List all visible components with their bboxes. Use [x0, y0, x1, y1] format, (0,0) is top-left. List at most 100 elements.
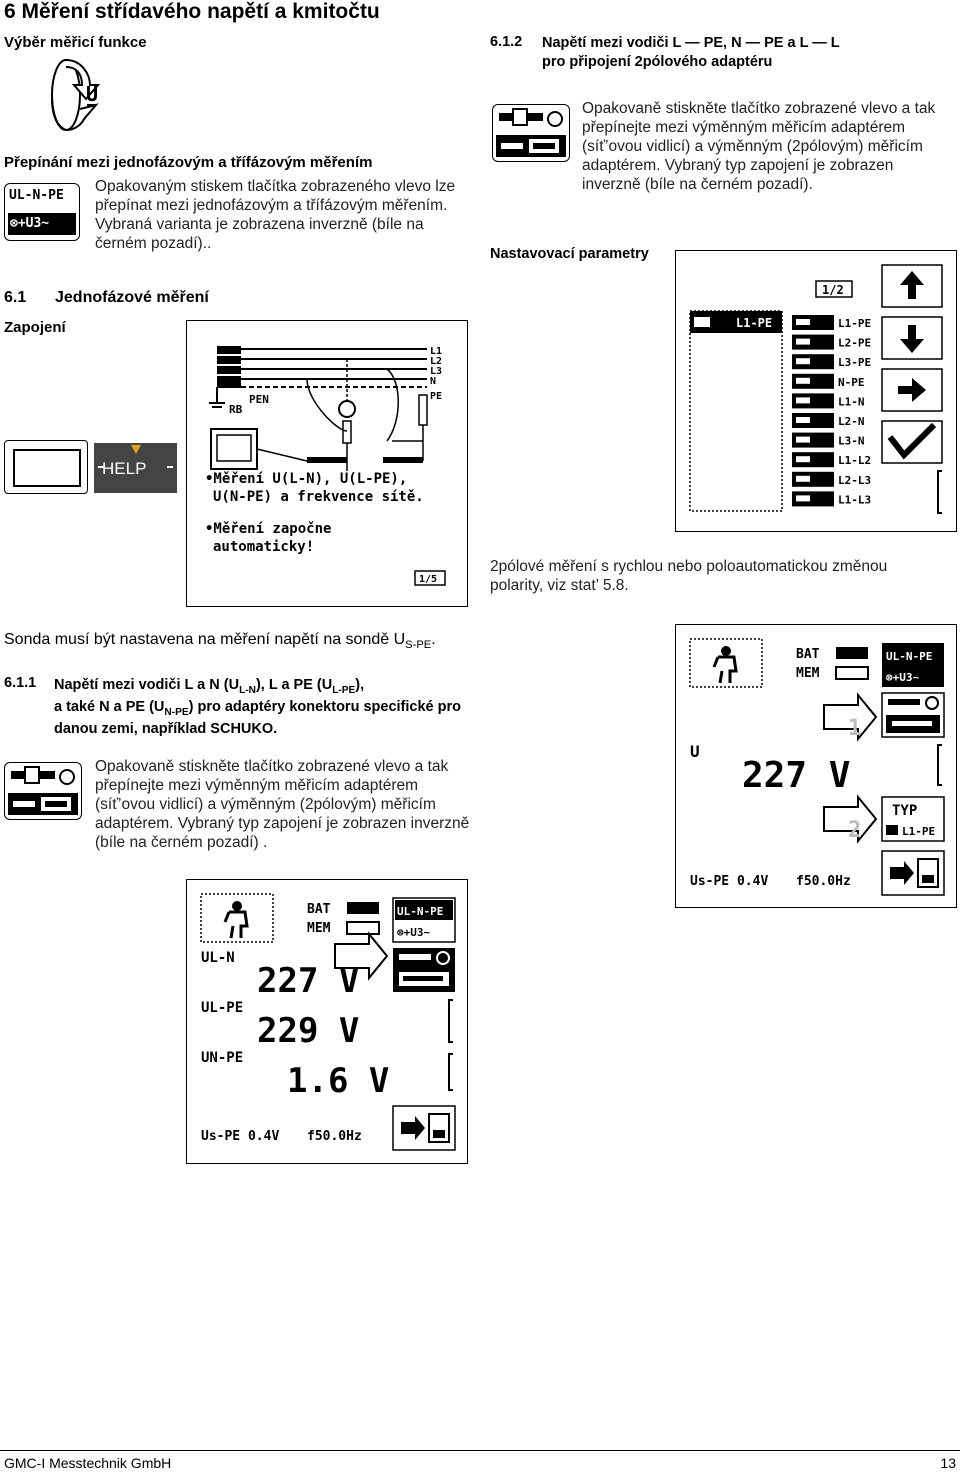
measurement-screen-left: BAT MEM UL-N-PE ⊗+U3~ UL-N 227 V UL-PE 2… [186, 879, 468, 1164]
wiring-screen: L1 L2 L3 N PE RB PEN •Měření U(L-N), U(L… [186, 320, 468, 607]
footer-company: GMC-I Messtechnik GmbH [4, 1455, 172, 1471]
function-symbol: U [86, 82, 98, 106]
adapter-text-left: Opakovaně stiskněte tlačítko zobrazené v… [95, 758, 470, 851]
s611-l1-sub2: L-PE [332, 685, 356, 696]
s611-line-2: a také N a PE (UN-PE) pro adaptéry konek… [54, 697, 474, 719]
param-option[interactable]: L1-L3 [792, 491, 871, 507]
param-option-label: L3-PE [838, 356, 871, 369]
help-arrow-icon [131, 445, 141, 454]
s611-l1c: ), [355, 677, 365, 693]
footer-f-left: f50.0Hz [307, 1129, 362, 1144]
section-6-1-title: Jednofázové měření [55, 289, 209, 306]
s611-line-3: danou zemi, například SCHUKO. [54, 721, 278, 737]
param-option[interactable]: L2-N [792, 413, 865, 428]
param-option[interactable]: L2-L3 [792, 471, 871, 487]
adapter-toggle-icon-right[interactable] [492, 104, 570, 162]
s612-line-2: pro připojení 2pólového adaptéru [542, 54, 773, 70]
help-label: HELP [102, 459, 147, 478]
toggle-bottom-label: ⊗+U3~ [8, 213, 76, 235]
footer-page-number: 13 [940, 1455, 956, 1471]
param-selected: L1-PE [736, 316, 772, 330]
s611-l1a: Napětí mezi vodiči L a N (U [54, 677, 240, 693]
row1-value-left: 227 V [257, 961, 359, 1001]
row2-value-left: 229 V [257, 1011, 359, 1051]
switch-heading: Přepínání mezi jednofázovým a třífázovým… [4, 154, 373, 171]
phase-toggle-icon[interactable]: UL-N-PE ⊗+U3~ [4, 183, 80, 241]
wire-label-l3: L3 [430, 366, 442, 377]
param-option[interactable]: N-PE [792, 373, 865, 389]
bat-label-right: BAT [796, 647, 820, 662]
param-option-label: L3-N [838, 435, 865, 448]
param-option-label: N-PE [838, 376, 865, 389]
mode-top-right: UL-N-PE [886, 650, 932, 663]
s611-l1-sub1: L-N [239, 685, 256, 696]
mode-top-left: UL-N-PE [397, 905, 443, 918]
measurement-screen-right: BAT MEM UL-N-PE ⊗+U3~ 1 U 227 V 2 TYP L1… [675, 624, 957, 908]
section-6-1-2-title: Napětí mezi vodiči L — PE, N — PE a L — … [542, 34, 840, 72]
probe-note-text: Sonda musí být nastavena na měření napět… [4, 631, 406, 648]
row3-label-left: UN-PE [201, 1050, 243, 1066]
wire-label-pe: PE [430, 391, 442, 402]
mem-label-left: MEM [307, 921, 331, 936]
rotary-selector-icon: U [28, 55, 118, 140]
adapter-toggle-icon-left[interactable] [4, 762, 82, 820]
wiring-text-3: •Měření započne [205, 521, 331, 537]
probe-note-end: . [431, 631, 436, 648]
adapter-text-right: Opakovaně stiskněte tlačítko zobrazené v… [582, 100, 936, 193]
rb-label: RB [229, 403, 243, 416]
row1-label-left: UL-N [201, 950, 235, 966]
typ-value: L1-PE [902, 825, 935, 838]
parameter-screen: 1/2 L1-PE L1-PE L2-PE L3-PE N-PE L1-N L2-N L3-… [675, 250, 957, 532]
switch-text: Opakovaným stiskem tlačítka zobrazeného … [95, 178, 456, 252]
wiring-page-indicator: 1/5 [419, 574, 437, 585]
value-right: 227 V [742, 755, 850, 796]
param-option-label: L1-N [838, 395, 865, 408]
page-title: 6 Měření střídavého napětí a kmitočtu [4, 0, 380, 23]
wire-label-n: N [430, 376, 436, 387]
param-option[interactable]: L1-N [792, 393, 865, 409]
mode-bottom-right: ⊗+U3~ [886, 671, 919, 684]
param-option[interactable]: L3-N [792, 432, 865, 448]
s611-l1b: ), L a PE (U [255, 677, 333, 693]
section-6-1-number: 6.1 [4, 289, 27, 306]
mem-label-right: MEM [796, 666, 820, 681]
typ-label: TYP [892, 803, 917, 819]
params-label: Nastavovací parametry [490, 246, 649, 262]
param-page-indicator: 1/2 [822, 283, 844, 297]
mode-bottom-left: ⊗+U3~ [397, 926, 430, 939]
keypad-button[interactable] [4, 440, 88, 494]
toggle-top-label: UL-N-PE [9, 188, 64, 203]
help-button[interactable]: HELP [94, 443, 177, 493]
section-6-1-2-number: 6.1.2 [490, 34, 523, 50]
footer-rule [0, 1450, 960, 1451]
value-label-right: U [690, 742, 700, 761]
param-option[interactable]: L2-PE [792, 334, 871, 350]
badge-2: 2 [848, 818, 861, 843]
param-option[interactable]: L1-PE [792, 315, 871, 330]
param-options: L1-PE L2-PE L3-PE N-PE L1-N L2-N L3-N L1-L2L2-L… [792, 315, 871, 507]
row2-label-left: UL-PE [201, 1000, 243, 1016]
badge-1: 1 [848, 716, 861, 741]
twopole-text: 2pólové měření s rychlou nebo poloautoma… [490, 558, 888, 594]
probe-note-sub: S-PE [405, 639, 432, 651]
s611-l2b: ) pro adaptéry konektoru specifické pro [188, 699, 461, 715]
bat-label-left: BAT [307, 902, 331, 917]
wiring-text-1: •Měření U(L-N), U(L-PE), [205, 471, 407, 487]
param-option-label: L2-L3 [838, 474, 871, 487]
wiring-text-4: automaticky! [213, 539, 314, 555]
probe-note: Sonda musí být nastavena na měření napět… [4, 631, 436, 651]
s611-line-1: Napětí mezi vodiči L a N (UL-N), L a PE … [54, 675, 474, 697]
param-option-label: L1-L3 [838, 493, 871, 506]
param-option[interactable]: L3-PE [792, 354, 871, 370]
param-option-label: L1-L2 [838, 454, 871, 467]
param-option-label: L2-N [838, 415, 865, 428]
section-6-1-1-title: Napětí mezi vodiči L a N (UL-N), L a PE … [54, 675, 474, 739]
param-option[interactable]: L1-L2 [792, 452, 871, 468]
footer-f-right: f50.0Hz [796, 874, 851, 889]
section-6-1-1-number: 6.1.1 [4, 675, 37, 691]
wire-label-l1: L1 [430, 346, 442, 357]
function-heading: Výběr měřicí funkce [4, 34, 147, 51]
wire-label-l2: L2 [430, 356, 442, 367]
connection-label: Zapojení [4, 319, 66, 336]
footer-us-right: Us-PE 0.4V [690, 874, 768, 889]
